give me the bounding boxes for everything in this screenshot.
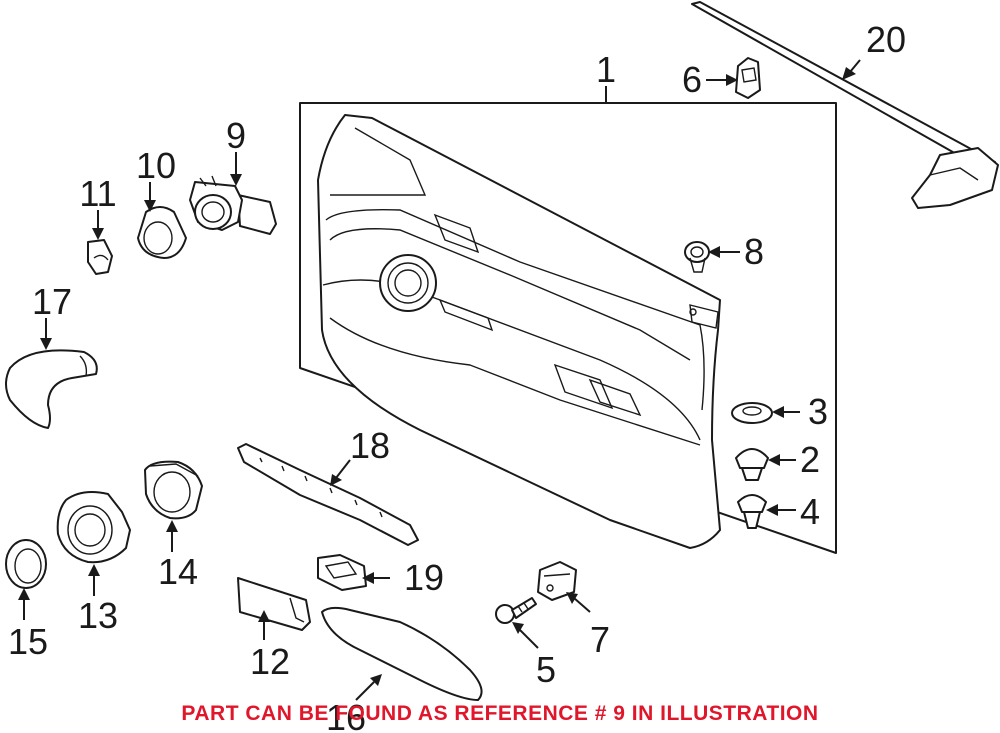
screw-part-5 <box>495 597 537 624</box>
switch-part-9 <box>189 175 277 235</box>
trim-strip-part-18 <box>237 443 419 546</box>
door-panel-frame <box>299 102 837 554</box>
leader-lines <box>18 59 861 701</box>
ring-part-15 <box>5 539 47 589</box>
clip-part-2 <box>735 448 769 481</box>
clip-part-6 <box>735 57 761 99</box>
callout-2: 2 <box>800 439 820 480</box>
callout-12: 12 <box>250 641 290 682</box>
callout-16: 16 <box>326 697 366 733</box>
clip-part-4 <box>737 494 767 529</box>
callout-10: 10 <box>136 145 176 186</box>
washer-part-3 <box>731 402 773 424</box>
ring-part-10 <box>137 206 187 259</box>
callout-14: 14 <box>158 551 198 592</box>
bezel-part-13 <box>56 491 131 564</box>
handle-cover-part-17 <box>5 349 98 429</box>
cap-part-11 <box>87 239 113 275</box>
callout-18: 18 <box>350 425 390 466</box>
callout-13: 13 <box>78 595 118 636</box>
window-seal-strip <box>691 1 999 209</box>
callout-7: 7 <box>590 619 610 660</box>
grommet-part-8 <box>684 241 710 273</box>
clip-part-7 <box>537 561 577 601</box>
door-trim-panel <box>317 114 721 549</box>
ring-part-14 <box>144 460 203 520</box>
callout-1: 1 <box>596 49 616 90</box>
callout-3: 3 <box>808 391 828 432</box>
callout-9: 9 <box>226 115 246 156</box>
callout-19: 19 <box>404 557 444 598</box>
callout-8: 8 <box>744 231 764 272</box>
armrest-part-16 <box>321 606 483 701</box>
switch-part-19 <box>317 554 367 591</box>
callout-11: 11 <box>79 173 116 214</box>
panel-part-12 <box>237 577 311 631</box>
callout-15: 15 <box>8 621 48 662</box>
callout-6: 6 <box>682 59 702 100</box>
callout-20: 20 <box>866 19 906 60</box>
reference-note: PART CAN BE FOUND AS REFERENCE # 9 IN IL… <box>181 702 819 725</box>
callout-4: 4 <box>800 491 820 532</box>
callout-17: 17 <box>32 281 72 322</box>
callout-5: 5 <box>536 649 556 690</box>
